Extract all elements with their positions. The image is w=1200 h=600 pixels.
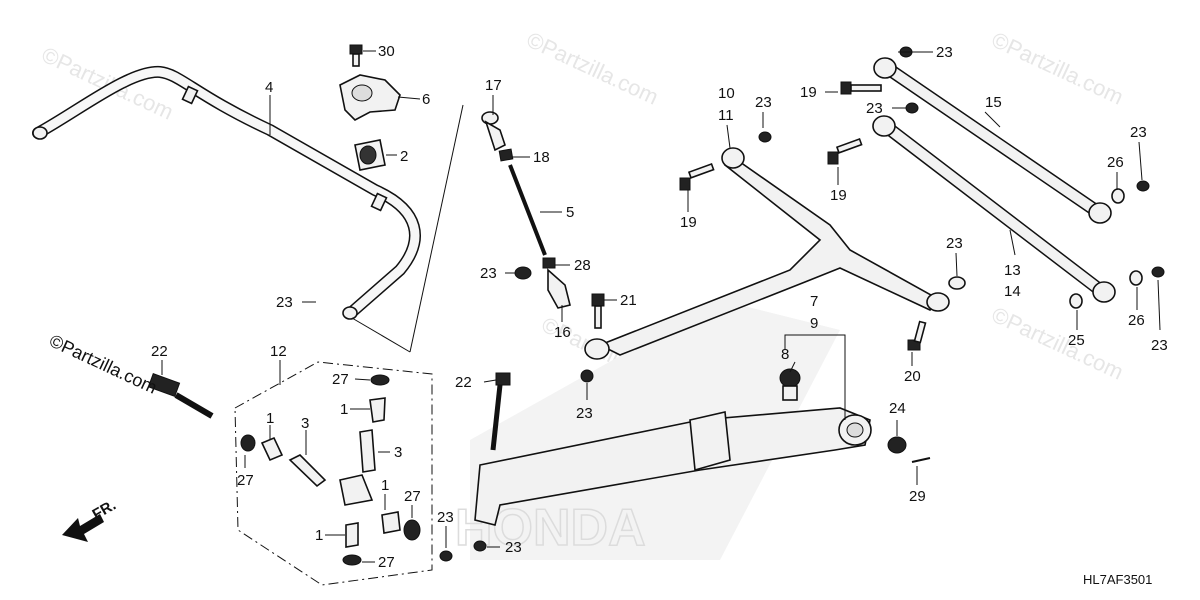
bolt-30: [349, 44, 363, 67]
callout-7: 7: [810, 293, 818, 310]
bolt-22: [490, 372, 511, 451]
watermark-group: ©Partzilla.com ©Partzilla.com ©Partzilla…: [38, 27, 1127, 395]
callout-1: 1: [315, 527, 323, 544]
callout-28: 28: [574, 257, 591, 274]
callout-26: 26: [1107, 154, 1124, 171]
callout-24: 24: [889, 400, 906, 417]
watermark: ©Partzilla.com: [38, 42, 177, 125]
bolt-21: [591, 293, 605, 329]
radius-rod-15: [873, 57, 1112, 224]
bushing-holder-6: [339, 74, 401, 121]
callout-30: 30: [378, 43, 395, 60]
callout-1: 1: [266, 410, 274, 427]
callout-27: 27: [332, 371, 349, 388]
stabilizer-bar: [32, 66, 421, 320]
watermark: ©Partzilla.com: [523, 27, 662, 110]
bolt-22-left: [147, 372, 214, 419]
callout-22: 22: [455, 374, 472, 391]
front-direction-indicator: FR.: [62, 497, 119, 542]
callout-20: 20: [904, 368, 921, 385]
callout-23: 23: [946, 235, 963, 252]
callout-18: 18: [533, 149, 550, 166]
washer-26: [1129, 270, 1143, 286]
parts-box-12: [234, 361, 433, 586]
upper-arm: [584, 147, 950, 360]
bolt-19: [679, 162, 715, 191]
callout-3: 3: [301, 415, 309, 432]
nut-23: [473, 540, 487, 552]
callout-6: 6: [422, 91, 430, 108]
nut-23: [580, 369, 594, 383]
bolt-19: [840, 81, 882, 95]
callout-23: 23: [505, 539, 522, 556]
callout-19: 19: [800, 84, 817, 101]
callout-2: 2: [400, 148, 408, 165]
watermark: ©Partzilla.com: [988, 302, 1127, 385]
callout-16: 16: [554, 324, 571, 341]
callout-23: 23: [866, 100, 883, 117]
leader-lines: [161, 50, 1161, 563]
callout-27: 27: [404, 488, 421, 505]
bolt-19: [827, 137, 863, 165]
callout-5: 5: [566, 204, 574, 221]
callout-1: 1: [381, 477, 389, 494]
ball-joint-8: [779, 368, 801, 401]
washer-25: [1069, 293, 1083, 309]
nut-23: [439, 550, 453, 562]
callout-19: 19: [680, 214, 697, 231]
callout-17: 17: [485, 77, 502, 94]
callout-labels: 30 6 2 4 23 17 18 5 28 23 21 16 10 11 23…: [151, 43, 1168, 571]
nut-23: [514, 266, 532, 280]
callout-27: 27: [378, 554, 395, 571]
callout-21: 21: [620, 292, 637, 309]
callout-8: 8: [781, 346, 789, 363]
nut-23: [758, 131, 772, 143]
callout-11: 11: [718, 107, 734, 124]
callout-9: 9: [810, 315, 818, 332]
radius-rod-13-14: [872, 115, 1116, 303]
callout-1: 1: [340, 401, 348, 418]
callout-19: 19: [830, 187, 847, 204]
callout-23: 23: [576, 405, 593, 422]
cotter-pin-29: [911, 457, 931, 463]
callout-25: 25: [1068, 332, 1085, 349]
trailing-arm: [474, 407, 872, 526]
callout-23: 23: [1130, 124, 1147, 141]
bolt-20: [907, 320, 927, 351]
callout-23: 23: [276, 294, 293, 311]
washer-26: [1111, 188, 1125, 204]
washer-23: [948, 276, 966, 290]
watermark: ©Partzilla.com: [988, 27, 1127, 110]
callout-23: 23: [1151, 337, 1168, 354]
diagram-code: HL7AF3501: [1083, 572, 1152, 587]
callout-23: 23: [480, 265, 497, 282]
callout-13: 13: [1004, 262, 1021, 279]
callout-15: 15: [985, 94, 1002, 111]
watermark-dark: ©Partzilla.com: [46, 330, 160, 397]
callout-22: 22: [151, 343, 168, 360]
callout-14: 14: [1004, 283, 1021, 300]
callout-3: 3: [394, 444, 402, 461]
stabilizer-link: [481, 111, 571, 309]
nut-23: [1151, 266, 1165, 278]
nut-23: [905, 102, 919, 114]
callout-23: 23: [437, 509, 454, 526]
nut-23: [1136, 180, 1150, 192]
callout-23: 23: [936, 44, 953, 61]
callout-26: 26: [1128, 312, 1145, 329]
callout-27: 27: [237, 472, 254, 489]
callout-23: 23: [755, 94, 772, 111]
callout-29: 29: [909, 488, 926, 505]
callout-12: 12: [270, 343, 287, 360]
nut-24: [887, 436, 907, 454]
callout-10: 10: [718, 85, 735, 102]
callout-4: 4: [265, 79, 273, 96]
bushing-2: [354, 139, 386, 171]
